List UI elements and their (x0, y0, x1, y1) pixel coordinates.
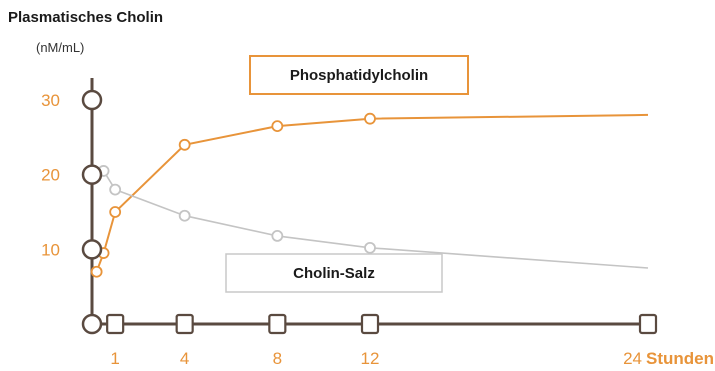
legend-box-phosphatidylcholin: Phosphatidylcholin (249, 55, 469, 95)
series-point-0-0 (90, 265, 103, 278)
x-axis-marker-1 (175, 313, 194, 335)
x-tick-label-1: 4 (180, 349, 189, 368)
x-axis-marker-4 (638, 313, 658, 335)
x-axis-unit: Stunden (646, 349, 714, 368)
y-axis-marker-1 (81, 239, 103, 260)
x-tick-label-3: 12 (361, 349, 380, 368)
series-point-1-2 (178, 209, 191, 222)
y-axis-marker-3 (81, 89, 103, 111)
series-point-0-5 (364, 112, 376, 125)
y-axis-marker-0 (81, 313, 103, 335)
legend-box-cholin-salz: Cholin-Salz (225, 253, 443, 293)
series-point-1-1 (109, 183, 122, 196)
legend-label-cholin-salz: Cholin-Salz (293, 265, 375, 282)
series-layer (90, 112, 649, 278)
x-tick-label-0: 1 (110, 349, 119, 368)
chart-title: Plasmatisches Cholin (8, 9, 163, 26)
series-point-0-2 (109, 206, 122, 218)
x-tick-label-2: 8 (273, 349, 282, 368)
y-tick-label-1: 20 (41, 166, 60, 185)
series-point-0-3 (178, 138, 191, 151)
series-point-1-4 (364, 241, 376, 254)
y-tick-label-2: 30 (41, 91, 60, 110)
x-axis-marker-2 (268, 313, 287, 335)
y-tick-label-0: 10 (41, 240, 60, 259)
x-axis-marker-0 (106, 313, 125, 335)
x-axis-marker-3 (360, 313, 380, 335)
y-axis-marker-2 (81, 164, 103, 185)
x-tick-label-4: 24 (623, 349, 642, 368)
y-axis-unit: (nM/mL) (36, 40, 84, 55)
series-point-0-4 (271, 120, 284, 133)
series-point-1-3 (271, 229, 284, 242)
legend-label-phosphatidylcholin: Phosphatidylcholin (290, 67, 428, 84)
axis-markers (81, 89, 658, 335)
